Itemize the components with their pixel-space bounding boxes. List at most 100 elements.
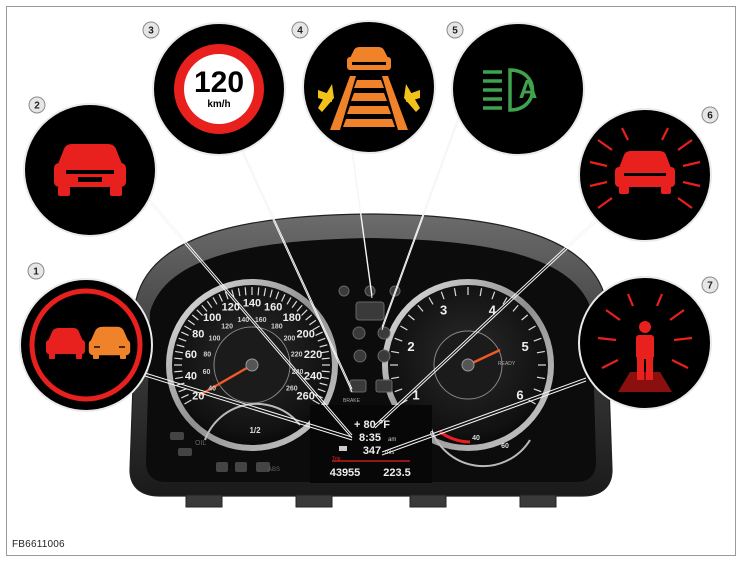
oil-temp-tick-label: 0 — [430, 431, 434, 438]
road-shadow — [618, 372, 672, 392]
callout-number: 6 — [707, 111, 713, 122]
outside-temperature: + 80 °F — [354, 419, 390, 431]
gauge-tick — [317, 337, 326, 342]
gauge-tick — [178, 337, 187, 342]
speedometer-tick-label: 160 — [264, 301, 282, 313]
gauge-tick — [394, 337, 403, 342]
leader-line-1 — [144, 375, 353, 441]
speedometer — [166, 279, 338, 451]
callout-badge-7: 7 — [701, 276, 719, 294]
callout-number: 2 — [34, 101, 40, 112]
callout-badge-1: 1 — [27, 262, 45, 280]
leader-line-1 — [144, 372, 353, 438]
gauge-tick — [315, 331, 323, 336]
gauge-tick — [175, 376, 184, 380]
callout-badge-3: 3 — [142, 21, 160, 39]
callout-number: 7 — [707, 281, 713, 292]
leader-line-4 — [351, 147, 373, 296]
speedometer-tick-label: 260 — [297, 391, 315, 403]
speedometer-inner-tick-label: 200 — [284, 336, 296, 343]
bubble-5-high-beam-assistant: A — [451, 22, 585, 156]
gauge-tick — [257, 287, 260, 296]
center-display: + 80 °F 8:35 am 347 mls Trip 43955 223.5 — [310, 405, 432, 483]
gauge-tick — [308, 319, 317, 326]
gauge-tick — [174, 370, 183, 373]
lane-car-icon — [347, 47, 391, 70]
gauge-tick — [231, 289, 235, 298]
gauge-tick — [320, 376, 329, 380]
leader-line-6 — [374, 216, 599, 426]
leader-line-3 — [241, 148, 353, 390]
gauge-tick — [269, 289, 273, 298]
gauge-tick — [428, 297, 434, 305]
gauge-tick — [184, 399, 192, 405]
tachometer-tick-label: 3 — [440, 303, 447, 318]
trip-value: 223.5 — [383, 467, 411, 479]
gauge-tick — [196, 309, 203, 316]
gauge-tick — [281, 294, 286, 302]
speedometer-inner-tick-label: 120 — [221, 324, 233, 331]
speedometer-inner-tick-label: 140 — [237, 317, 249, 324]
gauge-tick — [218, 294, 223, 302]
callout-badge-6: 6 — [701, 106, 719, 124]
gauge-tick — [286, 297, 292, 305]
gauge-tick — [319, 382, 328, 386]
gauge-tick — [320, 350, 329, 354]
abs-indicator-label: ABS — [268, 467, 280, 473]
speedometer-inner-tick-label: 240 — [292, 369, 304, 376]
oil-temp-tick-label: 40 — [472, 435, 480, 442]
auto-a-glyph: A — [519, 74, 538, 104]
speedometer-tick-label: 60 — [185, 349, 197, 361]
gauge-tick — [181, 331, 189, 336]
gauge-tick — [237, 288, 241, 297]
bubble-3-speed-limit: 120 km/h — [152, 22, 286, 156]
leader-line-5 — [381, 117, 459, 328]
lane-markers-yellow — [318, 84, 420, 112]
speedometer-tick-label: 100 — [203, 312, 221, 324]
leader-line-2 — [149, 202, 353, 439]
high-beam-icon — [483, 68, 535, 112]
leader-line-7 — [381, 377, 587, 453]
speed-limit-value: 120 — [194, 66, 244, 99]
bubble-1-passing-prohibited — [19, 278, 153, 412]
callout-badge-4: 4 — [291, 21, 309, 39]
gauge-tick — [319, 344, 328, 348]
red-car-icon — [46, 328, 85, 359]
speedometer-needle — [199, 363, 253, 397]
bubble-4-lane-departure — [302, 20, 436, 154]
warning-lights-column — [338, 285, 401, 393]
gauge-tick — [533, 337, 542, 342]
callout-number-badges: 1 2 3 4 5 6 7 — [27, 21, 719, 294]
gauge-tick — [296, 304, 303, 312]
speedometer-tick-label: 120 — [222, 301, 240, 313]
callout-number: 3 — [148, 26, 154, 37]
gauge-tick — [244, 287, 247, 296]
figure-frame — [6, 6, 736, 556]
gauge-tick — [391, 350, 400, 354]
gauge-tick — [206, 300, 213, 309]
gauge-tick — [317, 388, 326, 393]
gauge-tick — [191, 314, 199, 321]
figure-code: FB6611006 — [12, 539, 65, 550]
orange-car-icon — [88, 326, 131, 359]
odometer-value: 43955 — [330, 467, 361, 479]
gauge-tick — [491, 291, 496, 300]
oil-temp-tick-label: 60 — [501, 443, 509, 450]
gauge-tick — [275, 291, 280, 300]
tachometer-tick-label: 6 — [516, 387, 523, 402]
oil-indicator-label: OIL — [195, 440, 206, 447]
gauge-tick — [224, 291, 229, 300]
speed-limit-unit: km/h — [207, 99, 230, 110]
gauge-tick — [301, 309, 308, 316]
speedometer-tick-label: 200 — [297, 329, 315, 341]
callout-number: 5 — [452, 26, 458, 37]
gauge-tick — [521, 314, 529, 321]
speedometer-inner-tick-label: 220 — [291, 351, 303, 358]
gauge-tick — [174, 357, 183, 360]
car-rear-icon — [54, 144, 126, 196]
clock-time: 8:35 — [359, 432, 381, 444]
speedometer-inner-tick-label: 60 — [203, 369, 211, 376]
tachometer-tick-label: 4 — [489, 303, 497, 318]
